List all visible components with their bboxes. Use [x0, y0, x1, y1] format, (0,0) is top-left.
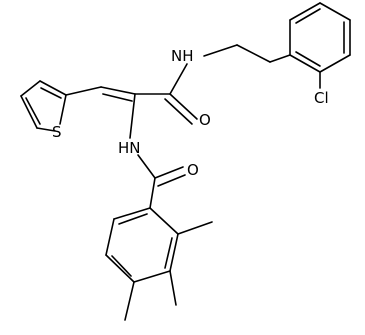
alkene-linker	[65, 86, 136, 102]
dimethylphenyl-ring	[105, 177, 213, 321]
nh-amide2-label: HN	[118, 139, 141, 157]
thiophene-ring	[20, 80, 67, 132]
chlorine-label: Cl	[314, 89, 329, 107]
upper-amide	[134, 63, 198, 125]
o-carbonyl2-label: O	[187, 161, 199, 179]
ethyl-chain	[203, 44, 291, 63]
lower-amide	[129, 93, 186, 187]
sulfur-label: S	[52, 123, 62, 141]
o-carbonyl1-label: O	[199, 111, 211, 129]
chlorophenyl-ring	[289, 2, 351, 89]
nh-amide1-label: NH	[171, 47, 194, 65]
